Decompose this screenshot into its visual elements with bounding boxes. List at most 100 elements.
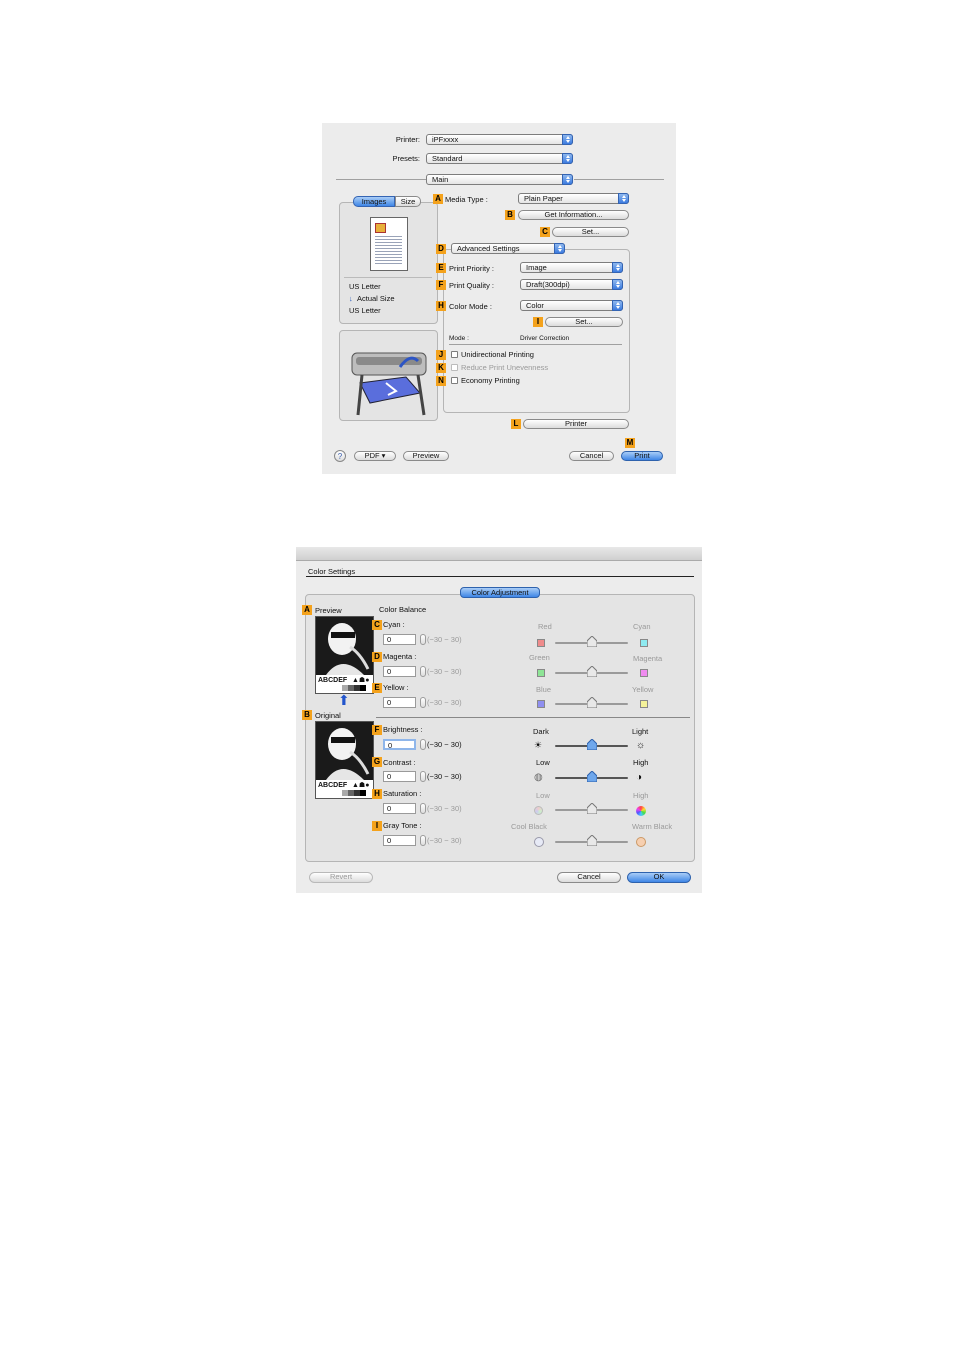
presets-select[interactable]: Standard bbox=[426, 153, 573, 164]
gray-tone-stepper[interactable] bbox=[420, 835, 426, 846]
contrast-slider-thumb[interactable] bbox=[586, 771, 597, 782]
contrast-input[interactable]: 0 bbox=[383, 771, 416, 782]
saturation-slider-thumb[interactable] bbox=[586, 803, 597, 814]
popup-arrows-icon bbox=[618, 193, 629, 204]
color-settings-dialog: Color Settings Color Adjustment A Previe… bbox=[296, 547, 702, 893]
tag-i: I bbox=[533, 317, 543, 327]
magenta-end-label: Magenta bbox=[633, 654, 663, 663]
popup-arrows-icon bbox=[612, 279, 623, 290]
tag-n: N bbox=[436, 376, 446, 386]
saturation-stepper[interactable] bbox=[420, 803, 426, 814]
yellow-input[interactable]: 0 bbox=[383, 697, 416, 708]
color-balance-heading: Color Balance bbox=[379, 605, 427, 614]
title-underline bbox=[306, 576, 694, 577]
tag-d: D bbox=[372, 652, 382, 662]
cyan-slider-thumb[interactable] bbox=[586, 636, 597, 647]
color-mode-select[interactable]: Color bbox=[520, 300, 623, 311]
portrait-photo bbox=[316, 617, 373, 693]
contrast-stepper[interactable] bbox=[420, 771, 426, 782]
tag-b: B bbox=[302, 710, 312, 720]
divider bbox=[336, 179, 426, 180]
high-contrast-icon: ◑ bbox=[636, 772, 643, 783]
brightness-stepper[interactable] bbox=[420, 739, 426, 750]
set-button-media[interactable]: Set... bbox=[552, 227, 629, 237]
print-button[interactable]: Print bbox=[621, 451, 663, 461]
cancel-button[interactable]: Cancel bbox=[569, 451, 614, 461]
magenta-input[interactable]: 0 bbox=[383, 666, 416, 677]
divider bbox=[449, 344, 622, 345]
light-label: Light bbox=[632, 727, 649, 736]
original-image: ABCDEF ▲☗● bbox=[315, 721, 374, 799]
brightness-label: Brightness : bbox=[383, 725, 423, 734]
tab-images[interactable]: Images bbox=[353, 196, 395, 207]
dark-label: Dark bbox=[533, 727, 549, 736]
saturation-range: (−30 − 30) bbox=[427, 804, 462, 813]
printer-button[interactable]: Printer bbox=[523, 419, 629, 429]
shapes-icon: ▲☗● bbox=[352, 677, 370, 684]
tag-c: C bbox=[540, 227, 550, 237]
gray-tone-slider-thumb[interactable] bbox=[586, 835, 597, 846]
saturation-label: Saturation : bbox=[383, 789, 422, 798]
revert-button[interactable]: Revert bbox=[309, 872, 373, 883]
cyan-stepper[interactable] bbox=[420, 634, 426, 645]
brightness-slider-thumb[interactable] bbox=[586, 739, 597, 750]
tag-l: L bbox=[511, 419, 521, 429]
tab-size[interactable]: Size bbox=[395, 196, 421, 207]
blue-label: Blue bbox=[536, 685, 552, 694]
brightness-input[interactable]: 0 bbox=[383, 739, 416, 750]
get-information-button[interactable]: Get Information... bbox=[518, 210, 629, 220]
economy-label: Economy Printing bbox=[461, 376, 520, 385]
titlebar bbox=[296, 547, 702, 561]
pdf-button[interactable]: PDF ▾ bbox=[354, 451, 396, 461]
sun-dark-icon: ☀ bbox=[534, 740, 543, 750]
preview-button[interactable]: Preview bbox=[403, 451, 449, 461]
sun-light-icon: ☼ bbox=[636, 740, 646, 751]
cyan-end-label: Cyan bbox=[633, 622, 651, 631]
warm-black-icon bbox=[636, 837, 646, 847]
yellow-stepper[interactable] bbox=[420, 697, 426, 708]
brightness-range: (−30 − 30) bbox=[427, 740, 462, 749]
color-mode-label: Color Mode : bbox=[449, 302, 492, 311]
media-type-label: Media Type : bbox=[445, 195, 488, 204]
tag-b: B bbox=[505, 210, 515, 220]
media-type-select[interactable]: Plain Paper bbox=[518, 193, 629, 204]
yellow-swatch-icon bbox=[640, 700, 648, 708]
cancel-button[interactable]: Cancel bbox=[557, 872, 621, 883]
divider bbox=[344, 277, 432, 278]
economy-checkbox[interactable] bbox=[451, 377, 458, 384]
saturation-input[interactable]: 0 bbox=[383, 803, 416, 814]
print-priority-select[interactable]: Image bbox=[520, 262, 623, 273]
yellow-range: (−30 − 30) bbox=[427, 698, 462, 707]
printer-label: Printer: bbox=[395, 135, 420, 144]
set-button-color[interactable]: Set... bbox=[545, 317, 623, 327]
ok-button[interactable]: OK bbox=[627, 872, 691, 883]
print-priority-label: Print Priority : bbox=[449, 264, 495, 273]
tab-color-adjustment[interactable]: Color Adjustment bbox=[460, 587, 540, 598]
cyan-swatch-icon bbox=[640, 639, 648, 647]
output-paper-label: US Letter bbox=[349, 306, 381, 315]
tag-c: C bbox=[372, 620, 382, 630]
saturation-low-label: Low bbox=[536, 791, 550, 800]
printer-select[interactable]: iPFxxxx bbox=[426, 134, 573, 145]
magenta-slider-thumb[interactable] bbox=[586, 666, 597, 677]
panel-select[interactable]: Main bbox=[426, 174, 573, 185]
print-quality-select[interactable]: Draft(300dpi) bbox=[520, 279, 623, 290]
contrast-high-label: High bbox=[633, 758, 649, 767]
preview-label: Preview bbox=[315, 606, 342, 615]
red-swatch-icon bbox=[537, 639, 545, 647]
mode-value: Driver Correction bbox=[520, 335, 570, 342]
yellow-slider-thumb[interactable] bbox=[586, 697, 597, 708]
print-quality-label: Print Quality : bbox=[449, 281, 495, 290]
paper-size-label: US Letter bbox=[349, 282, 381, 291]
unidirectional-checkbox[interactable] bbox=[451, 351, 458, 358]
gray-tone-input[interactable]: 0 bbox=[383, 835, 416, 846]
reduce-unevenness-checkbox[interactable] bbox=[451, 364, 458, 371]
help-button[interactable]: ? bbox=[334, 450, 346, 462]
advanced-settings-select[interactable]: Advanced Settings bbox=[451, 243, 565, 254]
gray-tone-label: Gray Tone : bbox=[383, 821, 422, 830]
magenta-stepper[interactable] bbox=[420, 666, 426, 677]
low-saturation-icon bbox=[534, 806, 543, 815]
saturation-high-label: High bbox=[633, 791, 649, 800]
abc-sample-text: ABCDEF bbox=[318, 677, 348, 684]
cyan-input[interactable]: 0 bbox=[383, 634, 416, 645]
